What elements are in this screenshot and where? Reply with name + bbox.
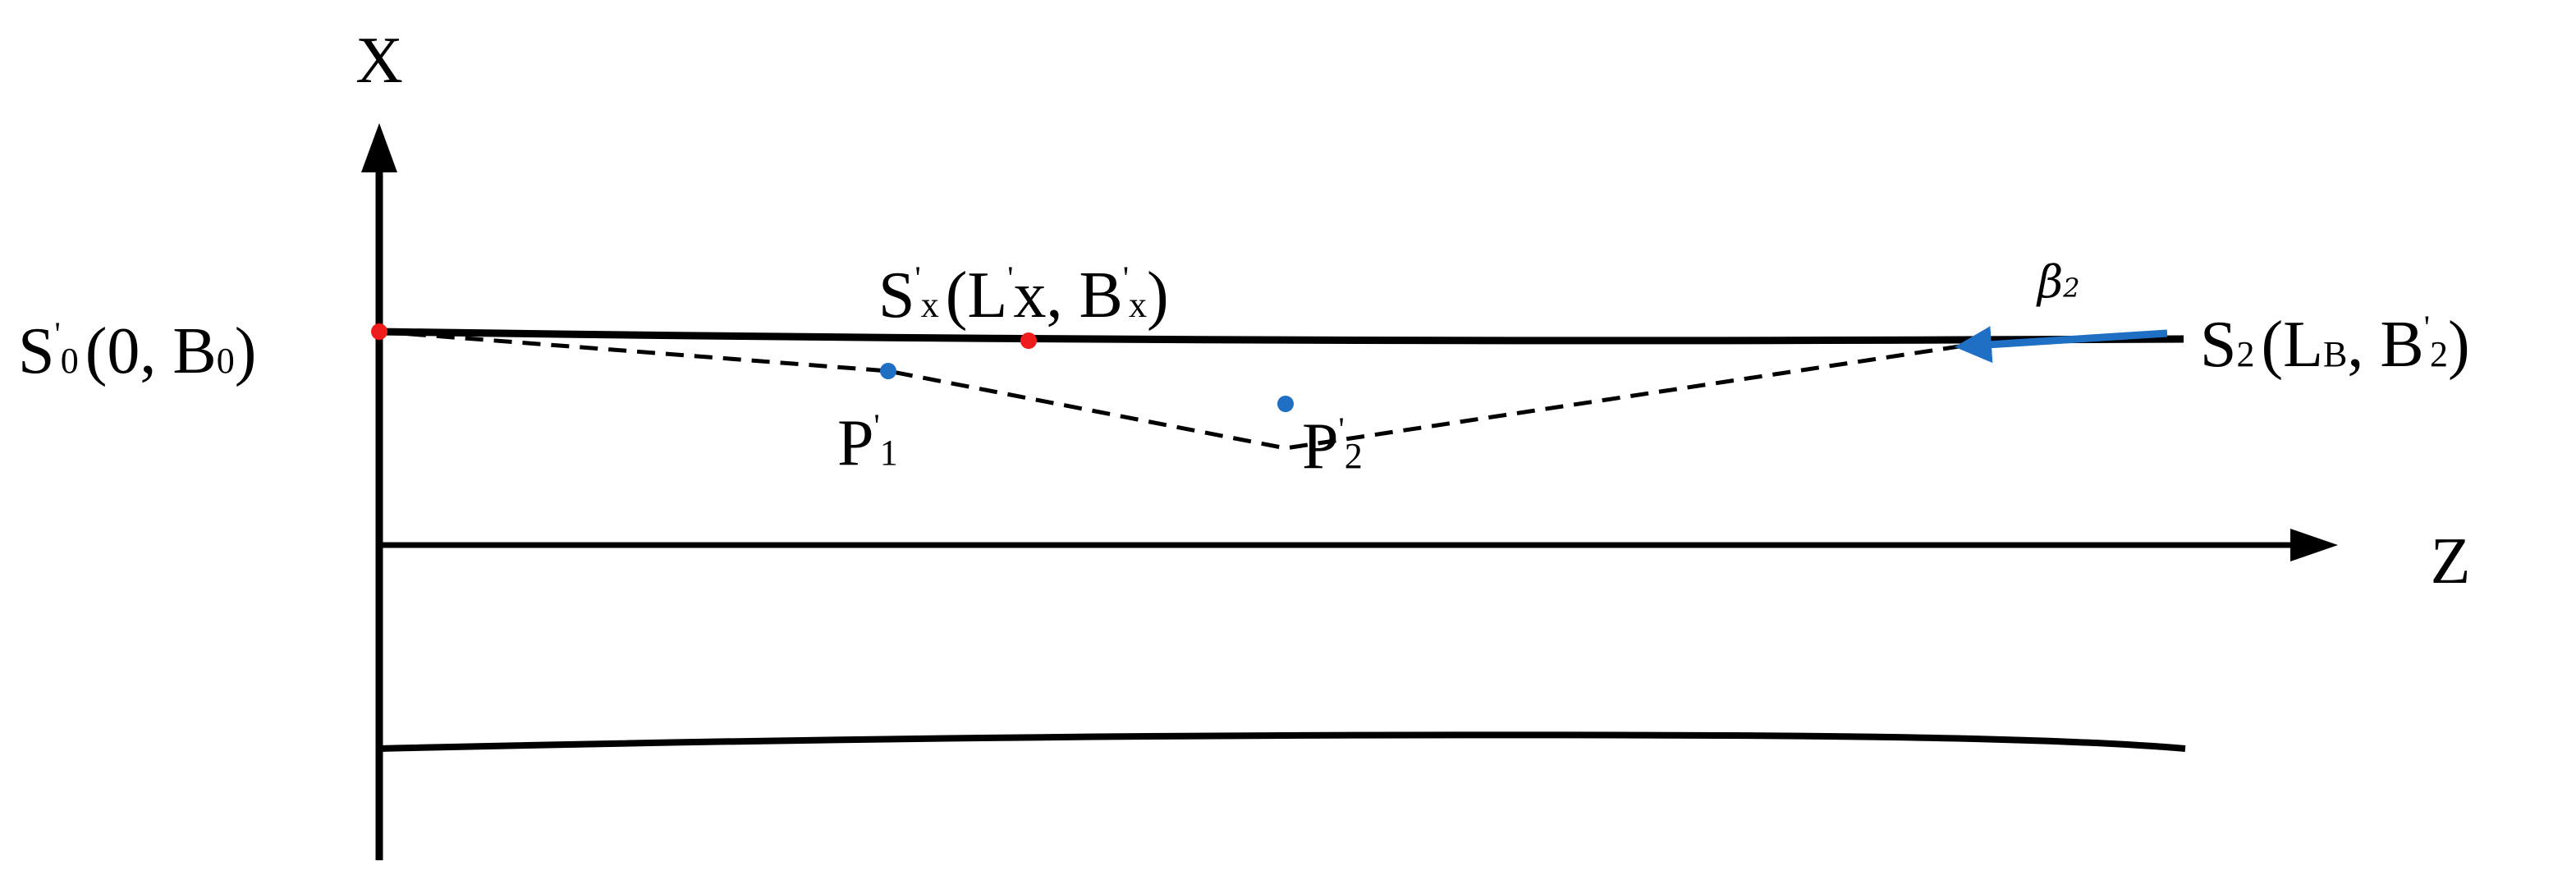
point-sx-marker bbox=[1020, 332, 1037, 349]
ray-path-dashed bbox=[378, 329, 1971, 451]
z-axis-label: Z bbox=[2431, 525, 2471, 598]
point-p2-marker bbox=[1277, 396, 1294, 412]
label-p1: P'1 bbox=[837, 407, 898, 479]
point-s0-marker bbox=[371, 323, 387, 340]
angle-label-beta2: β2 bbox=[2036, 256, 2080, 308]
incident-arrow bbox=[1955, 326, 2168, 364]
x-axis-label: X bbox=[355, 25, 403, 97]
upper-boundary-line bbox=[378, 328, 2184, 345]
point-p1-marker bbox=[880, 363, 896, 379]
label-sx: S'x(L'x, B'x) bbox=[878, 259, 1169, 332]
label-s2: S2(LB, B'2) bbox=[2200, 309, 2470, 381]
z-axis-arrowhead bbox=[2290, 529, 2338, 561]
x-axis-arrowhead bbox=[361, 123, 397, 172]
label-p2: P'2 bbox=[1302, 410, 1363, 483]
lower-boundary-line bbox=[378, 731, 2186, 752]
label-s0: S'0(0, B0) bbox=[18, 315, 256, 387]
